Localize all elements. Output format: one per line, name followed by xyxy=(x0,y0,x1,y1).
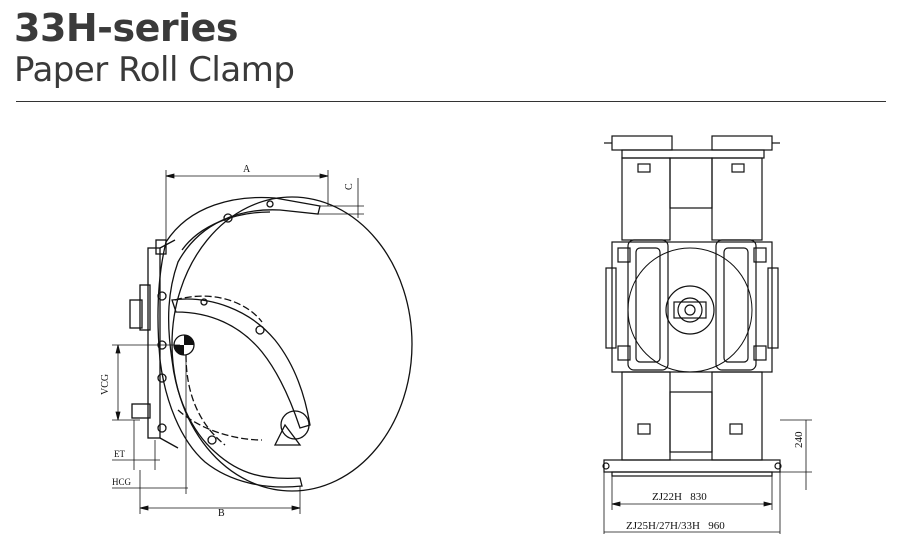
top-pad-left xyxy=(611,135,673,151)
dim-c-label: C xyxy=(344,183,355,190)
bottom-pad xyxy=(603,459,781,473)
short-arm xyxy=(171,298,311,429)
side-dimensions xyxy=(112,170,364,514)
carriage-frame xyxy=(129,239,179,449)
dim-240-label: 240 xyxy=(793,431,805,448)
dim-vcg-label: VCG xyxy=(100,374,111,395)
header-divider xyxy=(16,101,886,102)
top-pad-right xyxy=(711,135,773,151)
rotator-ring xyxy=(627,247,753,373)
width-label-zj22h: ZJ22H 830 xyxy=(652,491,707,503)
paper-roll xyxy=(171,196,413,492)
center-of-gravity-icon xyxy=(173,334,195,356)
dim-hcg-label: HCG xyxy=(112,477,132,487)
cylinder-right xyxy=(715,239,757,371)
front-dim-labels: 240 ZJ22H 830 ZJ25H/27H/33H 960 xyxy=(626,431,805,532)
long-arm xyxy=(157,196,321,488)
cylinder-left xyxy=(627,239,669,371)
page-subtitle: Paper Roll Clamp xyxy=(14,50,295,90)
side-view xyxy=(129,196,413,492)
dim-a-label: A xyxy=(243,164,251,175)
width-label-zj25h: ZJ25H/27H/33H 960 xyxy=(626,520,725,532)
front-view xyxy=(602,135,782,477)
page-title: 33H-series xyxy=(14,6,239,50)
front-dimensions xyxy=(603,419,812,534)
side-dim-labels: A C VCG ET HCG B xyxy=(100,164,355,519)
dim-et-label: ET xyxy=(114,449,125,459)
dim-b-label: B xyxy=(218,508,225,519)
